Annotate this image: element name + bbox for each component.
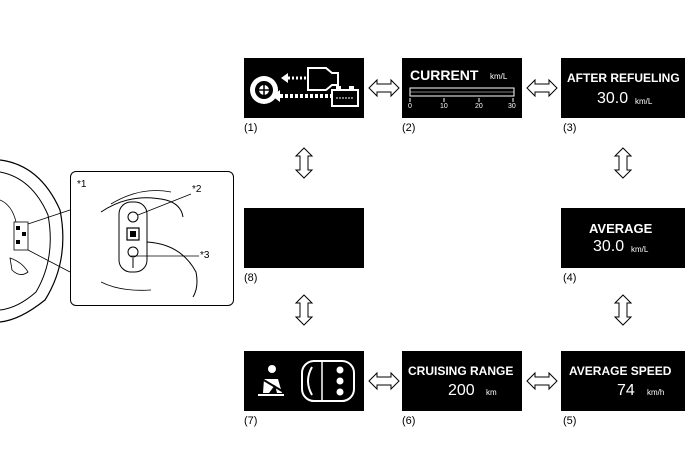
- double-arrow-icon: [368, 79, 400, 97]
- panel-value: 30.0: [593, 238, 625, 255]
- caption-6: (6): [402, 415, 416, 427]
- caption-1: (1): [244, 122, 258, 134]
- callout-2: *2: [192, 184, 202, 195]
- panel-unit: km/L: [631, 245, 649, 254]
- scale-tick: 0: [408, 103, 412, 110]
- caption-3: (3): [563, 122, 577, 134]
- double-arrow-icon: [295, 147, 313, 179]
- scale-tick: 10: [440, 103, 448, 110]
- panel-value: 200: [448, 382, 475, 399]
- panel-title: AVERAGE: [589, 221, 653, 236]
- panel-current: CURRENT km/L 0 10 20 30: [402, 58, 522, 118]
- panel-after-refueling: AFTER REFUELING 30.0 km/L: [561, 58, 685, 118]
- panel-average: AVERAGE 30.0 km/L: [561, 208, 685, 268]
- panel-unit: km: [486, 388, 497, 397]
- panel-warning-icons: [244, 58, 364, 118]
- panel-cruising-range: CRUISING RANGE 200 km: [402, 351, 522, 411]
- double-arrow-icon: [526, 79, 558, 97]
- panel-unit: km/L: [635, 97, 653, 106]
- panel-unit: km/h: [647, 388, 665, 397]
- caption-4: (4): [563, 272, 577, 284]
- double-arrow-icon: [526, 372, 558, 390]
- caption-2: (2): [402, 122, 416, 134]
- panel-value: 30.0: [597, 90, 629, 107]
- panel-blank: [244, 208, 364, 268]
- panel-unit: km/L: [490, 72, 508, 81]
- panel-average-speed: AVERAGE SPEED 74 km/h: [561, 351, 685, 411]
- double-arrow-icon: [614, 294, 632, 326]
- panel-value: 74: [617, 382, 635, 399]
- panel-title: CRUISING RANGE: [408, 364, 514, 378]
- panel-seatbelt-doors: [244, 351, 364, 411]
- caption-8: (8): [244, 272, 258, 284]
- double-arrow-icon: [614, 147, 632, 179]
- switch-detail-inset: *1 *2 *3: [70, 171, 234, 306]
- callout-1: *1: [77, 179, 87, 190]
- callout-3: *3: [200, 250, 210, 261]
- scale-tick: 20: [475, 103, 483, 110]
- panel-title: CURRENT: [410, 67, 479, 83]
- caption-7: (7): [244, 415, 258, 427]
- scale-tick: 30: [508, 103, 516, 110]
- double-arrow-icon: [295, 294, 313, 326]
- panel-title: AVERAGE SPEED: [569, 364, 672, 378]
- panel-title: AFTER REFUELING: [567, 71, 680, 85]
- double-arrow-icon: [368, 372, 400, 390]
- caption-5: (5): [563, 415, 577, 427]
